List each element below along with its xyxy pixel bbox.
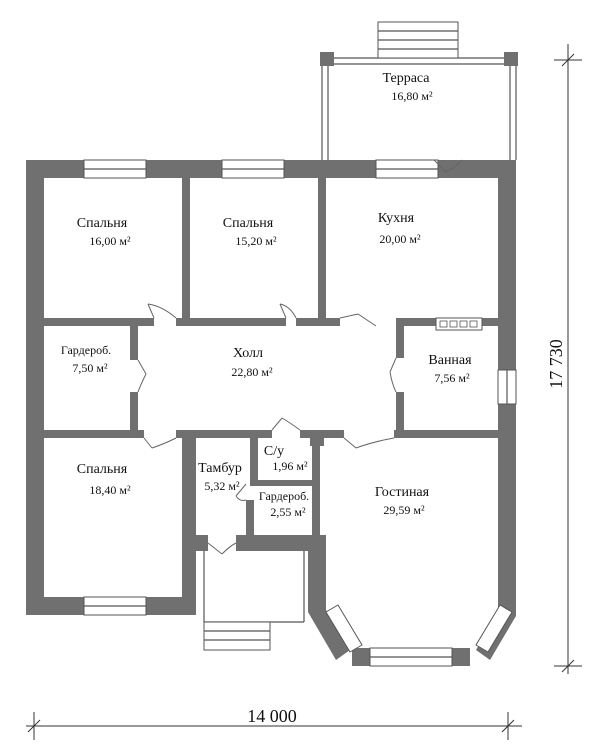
room-area-living: 29,59 м²: [383, 503, 425, 517]
room-area-terrace: 16,80 м²: [391, 89, 433, 103]
room-area-bedroom1: 16,00 м²: [89, 234, 131, 248]
dimension-width: 14 000: [26, 706, 522, 740]
room-area-wardrobe2: 2,55 м²: [270, 505, 306, 519]
dimension-height: 17 730: [546, 44, 582, 674]
room-area-wc: 1,96 м²: [272, 459, 308, 473]
room-name-bedroom3: Спальня: [77, 462, 128, 477]
room-labels: Терраса 16,80 м² Спальня 16,00 м² Спальн…: [61, 71, 472, 519]
room-area-bathroom: 7,56 м²: [434, 371, 470, 385]
room-area-bedroom2: 15,20 м²: [235, 234, 277, 248]
entrance-porch: [203, 551, 305, 651]
terrace-structure: [320, 21, 518, 160]
room-area-wardrobe1: 7,50 м²: [72, 361, 108, 375]
room-name-terrace: Терраса: [382, 71, 430, 86]
room-area-hall: 22,80 м²: [231, 365, 273, 379]
room-name-wardrobe2: Гардероб.: [259, 489, 309, 503]
room-name-hall: Холл: [233, 346, 263, 361]
room-name-vestibule: Тамбур: [198, 461, 242, 476]
interior-walls: [44, 178, 498, 550]
room-area-bedroom3: 18,40 м²: [89, 483, 131, 497]
room-area-kitchen: 20,00 м²: [379, 232, 421, 246]
doors: [137, 159, 463, 555]
windows: [83, 159, 517, 667]
room-name-kitchen: Кухня: [378, 211, 415, 226]
room-name-bedroom1: Спальня: [77, 216, 128, 231]
room-name-wardrobe1: Гардероб.: [61, 343, 111, 357]
room-name-living: Гостиная: [375, 485, 430, 500]
room-area-vestibule: 5,32 м²: [204, 479, 240, 493]
room-name-bathroom: Ванная: [428, 353, 472, 368]
room-name-bedroom2: Спальня: [223, 216, 274, 231]
dimension-width-label: 14 000: [247, 706, 297, 726]
dimension-height-label: 17 730: [546, 339, 566, 389]
room-name-wc: С/у: [264, 444, 284, 459]
